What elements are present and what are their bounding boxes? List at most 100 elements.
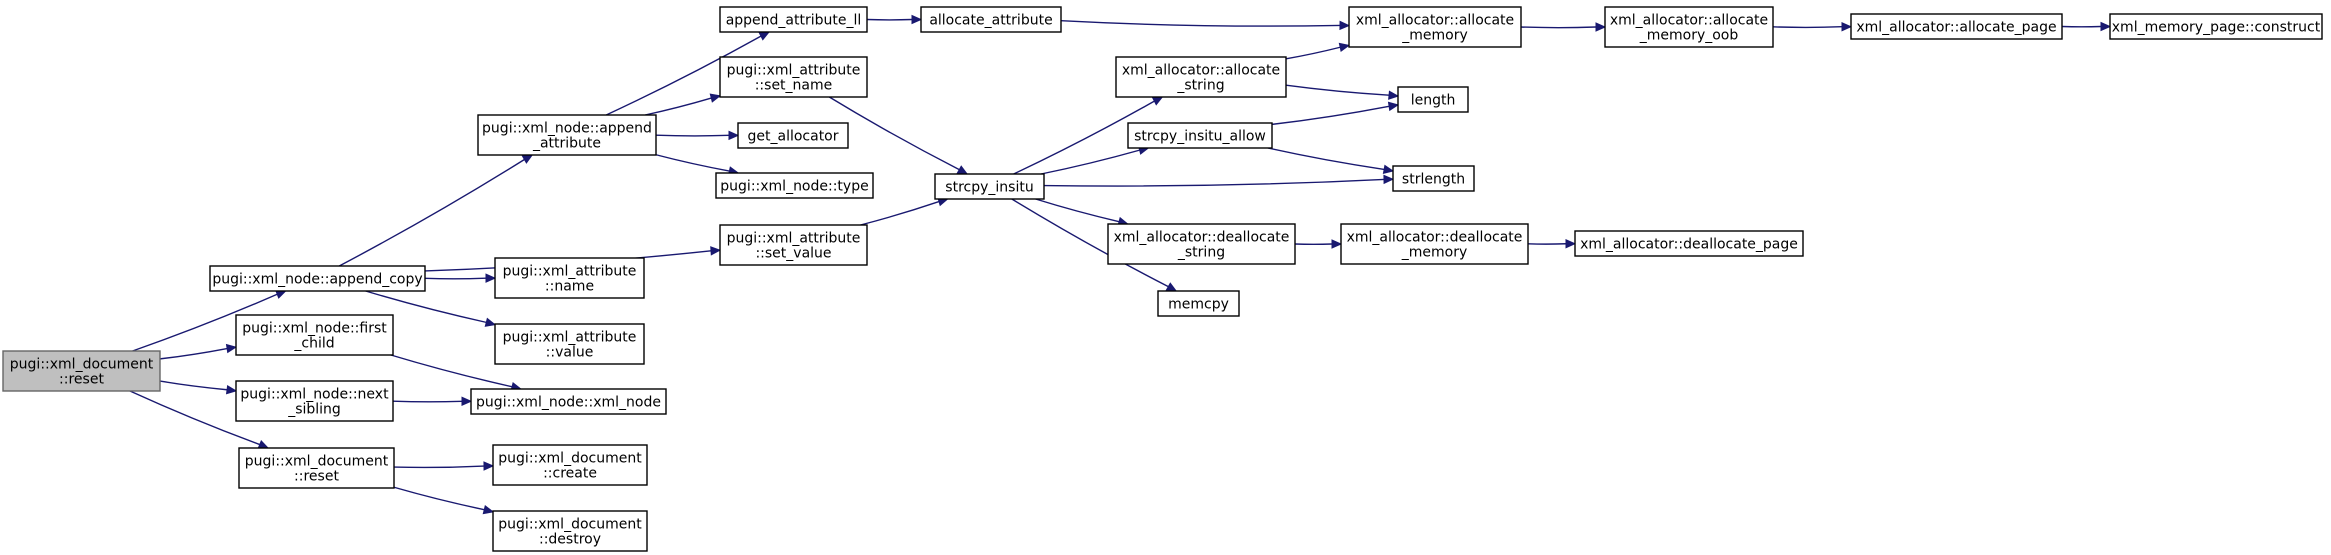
node-box-appcopy — [209, 265, 426, 292]
node-firstch[interactable]: pugi::xml_node::first_child — [235, 314, 394, 356]
node-insitu[interactable]: strcpy_insitu — [934, 173, 1045, 200]
node-appattr[interactable]: pugi::xml_node::append_attribute — [477, 114, 657, 156]
node-label-appattr-1: _attribute — [532, 136, 601, 152]
node-create[interactable]: pugi::xml_document::create — [492, 444, 648, 486]
arrowhead-setname-to-insitu — [956, 165, 969, 175]
edge-insitu-to-strlength — [1043, 178, 1385, 187]
node-label-allocstr-1: _string — [1176, 78, 1224, 94]
node-allocpage[interactable]: xml_allocator::allocate_page — [1850, 13, 2063, 40]
node-label-allocmem-0: xml_allocator::allocate — [1356, 13, 1514, 29]
node-box-root — [2, 350, 161, 392]
node-box-allocpage — [1850, 13, 2063, 40]
node-label-docreset-0: pugi::xml_document — [245, 454, 389, 470]
edge-appcopy-to-attrvalue — [365, 290, 487, 324]
node-deallocstr[interactable]: xml_allocator::deallocate_string — [1107, 223, 1296, 265]
node-appcopy[interactable]: pugi::xml_node::append_copy — [209, 265, 426, 292]
node-box-allocstr — [1115, 56, 1287, 98]
edge-allocstr-to-length — [1285, 84, 1390, 96]
edge-root-to-firstch — [159, 347, 228, 360]
arrowhead-insitu-to-memcpy — [1165, 282, 1178, 292]
node-label-memcpy-0: memcpy — [1168, 297, 1229, 313]
edge-setvalue-to-insitu — [860, 200, 940, 226]
arrowhead-allowfn-to-length — [1387, 101, 1400, 112]
node-deallocpage[interactable]: xml_allocator::deallocate_page — [1574, 230, 1804, 257]
node-allocattr[interactable]: allocate_attribute — [920, 6, 1062, 33]
node-nextsib[interactable]: pugi::xml_node::next_sibling — [235, 380, 394, 422]
edge-insitu-to-memcpy — [1011, 198, 1169, 288]
node-xmlnode[interactable]: pugi::xml_node::xml_node — [470, 388, 667, 415]
node-destroy[interactable]: pugi::xml_document::destroy — [492, 510, 648, 552]
node-box-allocmem — [1348, 6, 1522, 48]
arrowhead-insitu-to-strlength — [1383, 174, 1395, 185]
node-label-insitu-0: strcpy_insitu — [945, 180, 1033, 196]
arrowhead-allocpage-to-construct — [2100, 21, 2112, 32]
edge-appattr-to-nodetype — [655, 154, 730, 172]
arrowhead-insitu-to-allocstr — [1151, 96, 1164, 106]
node-label-nextsib-0: pugi::xml_node::next — [240, 387, 389, 403]
arrowhead-docreset-to-destroy — [482, 504, 495, 515]
node-attrvalue[interactable]: pugi::xml_attribute::value — [494, 323, 645, 365]
arrowhead-appattr-to-getalloc — [728, 130, 740, 141]
edge-nextsib-to-xmlnode — [392, 400, 463, 403]
node-label-xmlnode-0: pugi::xml_node::xml_node — [476, 395, 661, 411]
arrowhead-deallocstr-to-deallocmem — [1331, 239, 1343, 249]
node-label-destroy-0: pugi::xml_document — [498, 517, 642, 533]
edge-allocoob-to-allocpage — [1772, 26, 1843, 29]
node-strlength[interactable]: strlength — [1392, 165, 1475, 192]
node-label-destroy-1: ::destroy — [539, 532, 601, 548]
node-construct[interactable]: xml_memory_page::construct — [2109, 13, 2323, 40]
edge-docreset-to-create — [393, 465, 485, 469]
node-label-root-1: ::reset — [59, 372, 104, 388]
edge-appcopy-to-attrname — [424, 277, 487, 280]
node-box-xmlnode — [470, 388, 667, 415]
node-memcpy[interactable]: memcpy — [1157, 290, 1240, 317]
node-docreset[interactable]: pugi::xml_document::reset — [238, 447, 395, 489]
node-label-attrvalue-0: pugi::xml_attribute — [503, 330, 637, 346]
node-allocoob[interactable]: xml_allocator::allocate_memory_oob — [1604, 6, 1774, 48]
edge-root-to-appcopy — [132, 293, 278, 352]
node-setname[interactable]: pugi::xml_attribute::set_name — [719, 56, 868, 98]
node-label-allocpage-0: xml_allocator::allocate_page — [1856, 20, 2056, 36]
node-box-attrname — [494, 257, 645, 299]
node-setvalue[interactable]: pugi::xml_attribute::set_value — [719, 224, 868, 266]
node-nodetype[interactable]: pugi::xml_node::type — [715, 172, 874, 199]
edge-appattr-to-getalloc — [655, 134, 730, 137]
edge-insitu-to-allowfn — [1040, 149, 1140, 175]
node-label-appcopy-0: pugi::xml_node::append_copy — [212, 272, 422, 288]
edge-firstch-to-xmlnode — [390, 354, 513, 388]
node-label-construct-0: xml_memory_page::construct — [2112, 20, 2321, 36]
edge-docreset-to-destroy — [393, 486, 485, 511]
edge-allowfn-to-strlength — [1267, 147, 1385, 171]
node-allowfn[interactable]: strcpy_insitu_allow — [1127, 122, 1273, 149]
node-box-appll — [719, 6, 868, 33]
node-allocstr[interactable]: xml_allocator::allocate_string — [1115, 56, 1287, 98]
node-label-appll-0: append_attribute_ll — [726, 13, 862, 29]
node-deallocmem[interactable]: xml_allocator::deallocate_memory — [1340, 223, 1529, 265]
arrowhead-allocattr-to-allocmem — [1339, 20, 1351, 31]
node-getalloc[interactable]: get_allocator — [737, 122, 849, 149]
node-root[interactable]: pugi::xml_document::reset — [2, 350, 161, 392]
node-allocmem[interactable]: xml_allocator::allocate_memory — [1348, 6, 1522, 48]
arrowhead-docreset-to-create — [483, 461, 495, 471]
arrowhead-root-to-docreset — [257, 439, 270, 449]
node-box-firstch — [235, 314, 394, 356]
node-label-length-0: length — [1411, 93, 1456, 109]
node-box-setname — [719, 56, 868, 98]
node-box-memcpy — [1157, 290, 1240, 317]
edge-allocmem-to-allocoob — [1520, 26, 1597, 29]
node-box-length — [1397, 86, 1469, 113]
node-box-strlength — [1392, 165, 1475, 192]
node-label-allocoob-0: xml_allocator::allocate — [1610, 13, 1768, 29]
arrowhead-appattr-to-setname — [709, 93, 722, 103]
arrowhead-allowfn-to-strlength — [1382, 164, 1395, 175]
node-length[interactable]: length — [1397, 86, 1469, 113]
node-appll[interactable]: append_attribute_ll — [719, 6, 868, 33]
arrowhead-nextsib-to-xmlnode — [461, 396, 473, 407]
node-label-attrvalue-1: ::value — [546, 345, 594, 361]
node-box-attrvalue — [494, 323, 645, 365]
node-box-construct — [2109, 13, 2323, 40]
node-box-docreset — [238, 447, 395, 489]
node-attrname[interactable]: pugi::xml_attribute::name — [494, 257, 645, 299]
node-label-docreset-1: ::reset — [294, 469, 339, 485]
